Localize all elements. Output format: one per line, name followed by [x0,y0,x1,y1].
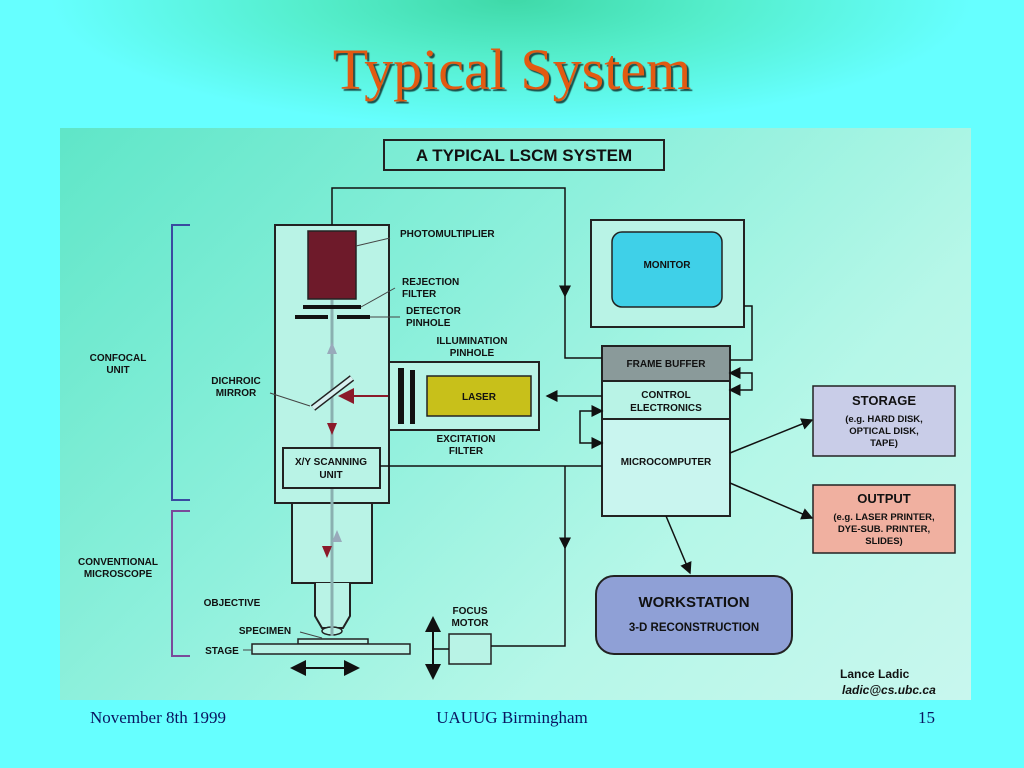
slide-title: Typical System [332,37,692,102]
svg-text:3-D RECONSTRUCTION: 3-D RECONSTRUCTION [629,622,759,634]
microcomputer [601,418,731,517]
svg-text:CONTROL: CONTROL [641,390,690,401]
beam-arrow-down-1 [327,423,337,435]
svg-text:OPTICAL DISK,: OPTICAL DISK, [849,426,919,437]
svg-text:(e.g. HARD DISK,: (e.g. HARD DISK, [845,414,923,425]
svg-text:DYE-SUB. PRINTER,: DYE-SUB. PRINTER, [838,524,930,535]
svg-text:STAGE: STAGE [205,646,239,657]
illumination-pinhole-a [398,368,404,424]
svg-text:FRAME BUFFER: FRAME BUFFER [627,359,707,370]
laser [426,375,532,417]
frame-buffer [601,345,731,382]
output-box: OUTPUT (e.g. LASER PRINTER, DYE-SUB. PRI… [812,484,956,554]
credit-name: Lance Ladic [840,667,910,681]
svg-text:STORAGE: STORAGE [852,393,916,408]
svg-text:ELECTRONICS: ELECTRONICS [630,403,702,414]
rejection-filter [303,305,361,309]
stage [251,643,411,655]
svg-text:ILLUMINATION: ILLUMINATION [437,336,508,347]
confocal-bracket: CONFOCAL UNIT [90,224,190,501]
xy-scanning-unit [282,447,381,489]
svg-text:MONITOR: MONITOR [643,260,691,271]
photomultiplier-label: PHOTOMULTIPLIER [400,229,495,240]
svg-text:TAPE): TAPE) [870,438,898,449]
title-band [0,0,1024,128]
storage-box: STORAGE (e.g. HARD DISK, OPTICAL DISK, T… [812,385,956,457]
svg-text:CONVENTIONAL: CONVENTIONAL [78,557,158,568]
footer-page-number: 15 [918,708,935,727]
detector-pinhole-right [337,315,370,319]
svg-text:WORKSTATION: WORKSTATION [638,594,749,611]
svg-text:LASER: LASER [462,392,497,403]
photomultiplier [307,230,357,300]
workstation-box: WORKSTATION 3-D RECONSTRUCTION [595,575,793,655]
svg-text:A TYPICAL LSCM SYSTEM: A TYPICAL LSCM SYSTEM [416,146,632,165]
detector-pinhole-left [295,315,328,319]
credit-email: ladic@cs.ubc.ca [842,683,936,697]
connection-lines [331,187,814,647]
svg-text:MICROCOMPUTER: MICROCOMPUTER [621,457,712,468]
svg-text:FOCUS: FOCUS [453,606,488,617]
svg-text:UNIT: UNIT [319,470,342,481]
beam-arrow-down-2 [322,546,332,558]
monitor: MONITOR [590,219,745,328]
beam-arrow-up-1 [327,342,337,354]
beam-arrow-up-2 [332,530,342,542]
footer-date: November 8th 1999 [90,708,226,727]
svg-text:PINHOLE: PINHOLE [406,318,451,329]
svg-text:OUTPUT: OUTPUT [857,491,911,506]
svg-text:MIRROR: MIRROR [216,388,257,399]
svg-text:X/Y SCANNING: X/Y SCANNING [295,457,367,468]
svg-text:EXCITATION: EXCITATION [436,434,495,445]
svg-text:SPECIMEN: SPECIMEN [239,626,291,637]
svg-text:DICHROIC: DICHROIC [211,376,260,387]
svg-text:REJECTION: REJECTION [402,277,459,288]
svg-text:FILTER: FILTER [449,446,484,457]
svg-text:MOTOR: MOTOR [451,618,489,629]
focus-motor [448,633,492,665]
svg-text:CONFOCAL: CONFOCAL [90,353,147,364]
footer-event: UAUUG Birmingham [436,708,588,727]
lscm-diagram: A TYPICAL LSCM SYSTEM CONFOCAL UNIT CONV… [60,128,971,700]
svg-text:MICROSCOPE: MICROSCOPE [84,569,153,580]
conventional-bracket: CONVENTIONAL MICROSCOPE [78,510,190,657]
svg-text:FILTER: FILTER [402,289,437,300]
svg-text:DETECTOR: DETECTOR [406,306,462,317]
diagram-heading: A TYPICAL LSCM SYSTEM [383,139,665,171]
excitation-filter-bar [410,370,415,424]
svg-text:SLIDES): SLIDES) [865,536,902,547]
svg-text:PINHOLE: PINHOLE [450,348,495,359]
svg-text:OBJECTIVE: OBJECTIVE [204,598,261,609]
svg-text:UNIT: UNIT [106,365,129,376]
control-electronics [601,380,731,420]
svg-text:(e.g. LASER PRINTER,: (e.g. LASER PRINTER, [833,512,934,523]
